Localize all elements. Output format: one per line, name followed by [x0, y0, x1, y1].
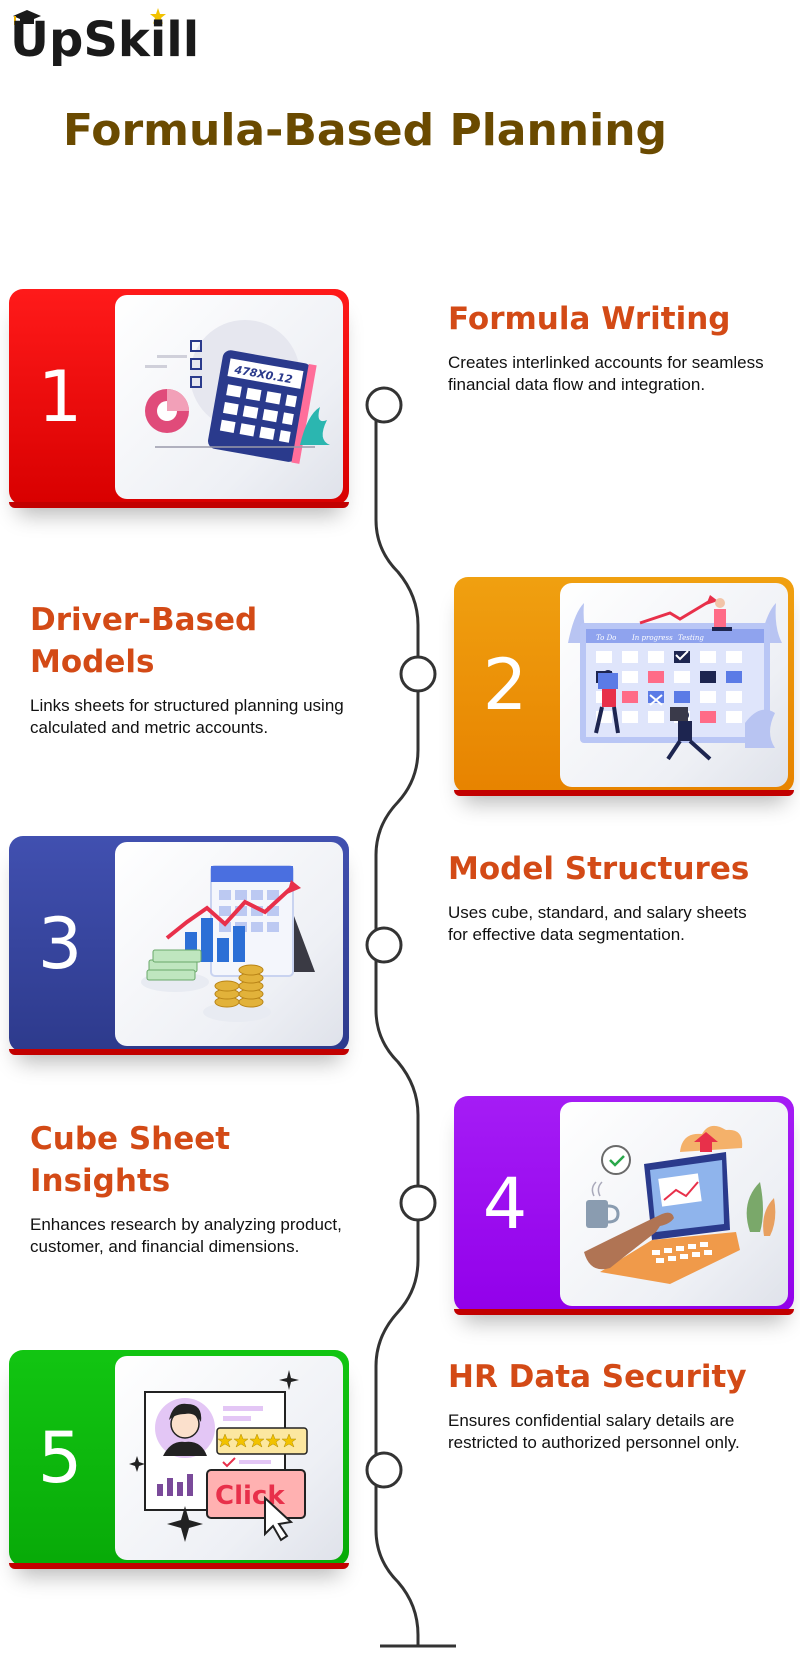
- timeline-node-3: [365, 926, 403, 964]
- graduation-cap-icon: [13, 10, 41, 25]
- step-heading: Cube Sheet Insights: [30, 1121, 231, 1199]
- step-2-text: Driver-Based Models Links sheets for str…: [30, 599, 350, 739]
- page-title: Formula-Based Planning: [62, 105, 668, 156]
- step-heading: Driver-Based Models: [30, 602, 258, 680]
- step-1-text: Formula Writing Creates interlinked acco…: [448, 298, 768, 396]
- kanban-board-icon: To Do In progress Testing: [560, 583, 788, 787]
- step-description: Uses cube, standard, and salary sheets f…: [448, 903, 747, 944]
- calculator-icon: 478X0.12: [115, 295, 343, 499]
- timeline-node-1: [365, 386, 403, 424]
- step-card-1: 1 478X0.12: [9, 289, 349, 508]
- step-card-2: 2 To Do In progress Testing: [454, 577, 794, 796]
- timeline-node-2: [399, 655, 437, 693]
- timeline-node-4: [399, 1184, 437, 1222]
- step-number: 4: [482, 1163, 528, 1245]
- profile-click-icon: Click: [115, 1356, 343, 1560]
- logo-text: UpSkill: [10, 12, 200, 68]
- financial-growth-icon: [115, 842, 343, 1046]
- step-description: Enhances research by analyzing product, …: [30, 1215, 342, 1256]
- step-card-5: 5 Click: [9, 1350, 349, 1569]
- step-description: Ensures confidential salary details are …: [448, 1411, 740, 1452]
- star-icon: [150, 8, 166, 24]
- step-description: Links sheets for structured planning usi…: [30, 696, 344, 737]
- laptop-analytics-icon: [560, 1102, 788, 1306]
- step-card-3: 3: [9, 836, 349, 1055]
- timeline-node-5: [365, 1451, 403, 1489]
- step-number: 2: [482, 644, 528, 726]
- step-heading: Formula Writing: [448, 301, 731, 337]
- step-description: Creates interlinked accounts for seamles…: [448, 353, 764, 394]
- kanban-col-todo: To Do: [596, 634, 616, 642]
- step-heading: Model Structures: [448, 851, 750, 887]
- step-card-4: 4: [454, 1096, 794, 1315]
- kanban-col-testing: Testing: [678, 634, 704, 642]
- step-number: 5: [37, 1417, 83, 1499]
- kanban-col-progress: In progress: [631, 634, 673, 642]
- step-3-text: Model Structures Uses cube, standard, an…: [448, 848, 768, 946]
- step-number: 3: [37, 903, 83, 985]
- step-heading: HR Data Security: [448, 1359, 747, 1395]
- step-number: 1: [37, 356, 83, 438]
- upskill-logo[interactable]: UpSkill: [10, 4, 210, 76]
- step-4-text: Cube Sheet Insights Enhances research by…: [30, 1118, 350, 1258]
- step-5-text: HR Data Security Ensures confidential sa…: [448, 1356, 768, 1454]
